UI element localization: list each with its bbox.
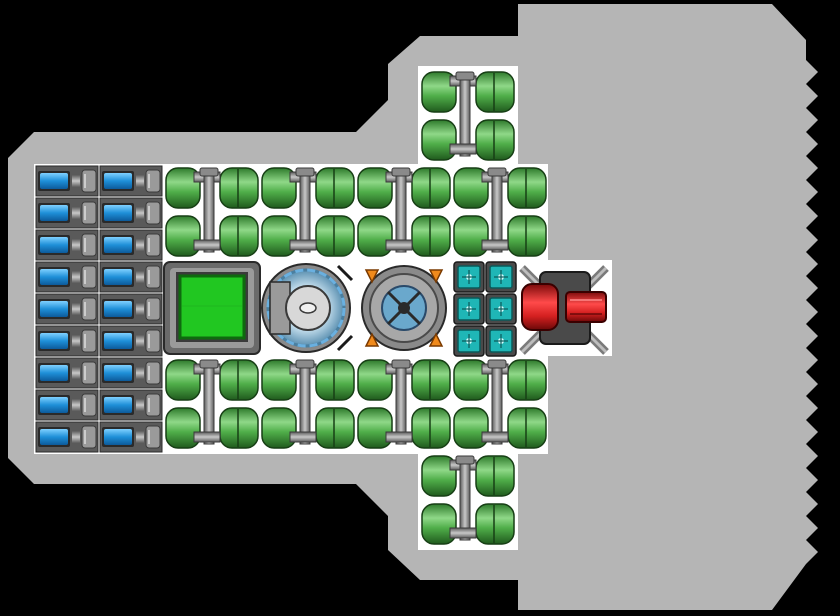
power-cell-icon[interactable] (485, 293, 517, 325)
fuel-tank-icon[interactable] (421, 455, 515, 545)
power-cell-bank (453, 261, 517, 357)
battery-icon[interactable] (35, 165, 99, 197)
fuel-tank-icon[interactable] (421, 71, 515, 161)
battery-icon[interactable] (35, 357, 99, 389)
battery-icon[interactable] (99, 421, 163, 453)
battery-icon[interactable] (35, 389, 99, 421)
shield-dome-icon[interactable] (261, 262, 356, 354)
power-cell-icon[interactable] (453, 325, 485, 357)
battery-icon[interactable] (99, 229, 163, 261)
reactor-core-icon[interactable] (358, 262, 450, 354)
fuel-tank-icon[interactable] (357, 359, 451, 449)
fuel-tank-icon[interactable] (165, 167, 259, 257)
battery-icon[interactable] (99, 293, 163, 325)
power-cell-icon[interactable] (485, 325, 517, 357)
battery-bank (35, 165, 163, 453)
battery-icon[interactable] (35, 261, 99, 293)
power-cell-icon[interactable] (485, 261, 517, 293)
power-cell-icon[interactable] (453, 293, 485, 325)
fuel-tank-icon[interactable] (453, 359, 547, 449)
battery-icon[interactable] (99, 389, 163, 421)
power-cell-icon[interactable] (453, 261, 485, 293)
fuel-tank-icon[interactable] (261, 359, 355, 449)
fuel-tank-icon[interactable] (453, 167, 547, 257)
fuel-tank-bank (165, 71, 547, 545)
laser-turret-icon[interactable] (519, 265, 609, 355)
battery-icon[interactable] (99, 357, 163, 389)
fuel-tank-icon[interactable] (165, 359, 259, 449)
battery-icon[interactable] (35, 325, 99, 357)
battery-icon[interactable] (99, 197, 163, 229)
battery-icon[interactable] (35, 197, 99, 229)
fuel-tank-icon[interactable] (357, 167, 451, 257)
cockpit-screen-icon[interactable] (163, 261, 261, 355)
battery-icon[interactable] (35, 229, 99, 261)
battery-icon[interactable] (99, 165, 163, 197)
fuel-tank-icon[interactable] (261, 167, 355, 257)
battery-icon[interactable] (35, 421, 99, 453)
battery-icon[interactable] (35, 293, 99, 325)
battery-icon[interactable] (99, 261, 163, 293)
battery-icon[interactable] (99, 325, 163, 357)
